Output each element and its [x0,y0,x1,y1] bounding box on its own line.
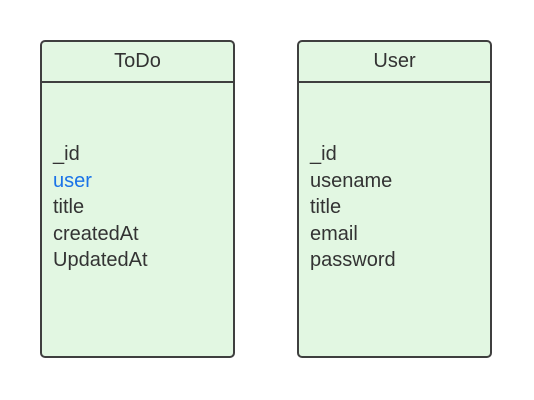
user-field-password: password [310,249,396,272]
user-entity: User _id usename title email password [297,40,492,358]
todo-entity: ToDo _id user title createdAt UpdatedAt [40,40,235,358]
user-entity-fields: _id usename title email password [310,141,396,274]
user-field-email: email [310,222,358,245]
todo-entity-fields: _id user title createdAt UpdatedAt [53,141,148,274]
todo-entity-title: ToDo [42,42,233,83]
user-field-username: usename [310,169,393,192]
todo-field-title: title [53,196,85,219]
user-entity-title: User [299,42,490,83]
todo-field-id: _id [53,143,80,165]
todo-field-createdat: createdAt [53,222,139,245]
user-field-id: _id [310,143,337,165]
todo-field-user: user [53,169,92,192]
todo-field-updatedat: UpdatedAt [53,249,148,272]
user-field-title: title [310,196,342,219]
